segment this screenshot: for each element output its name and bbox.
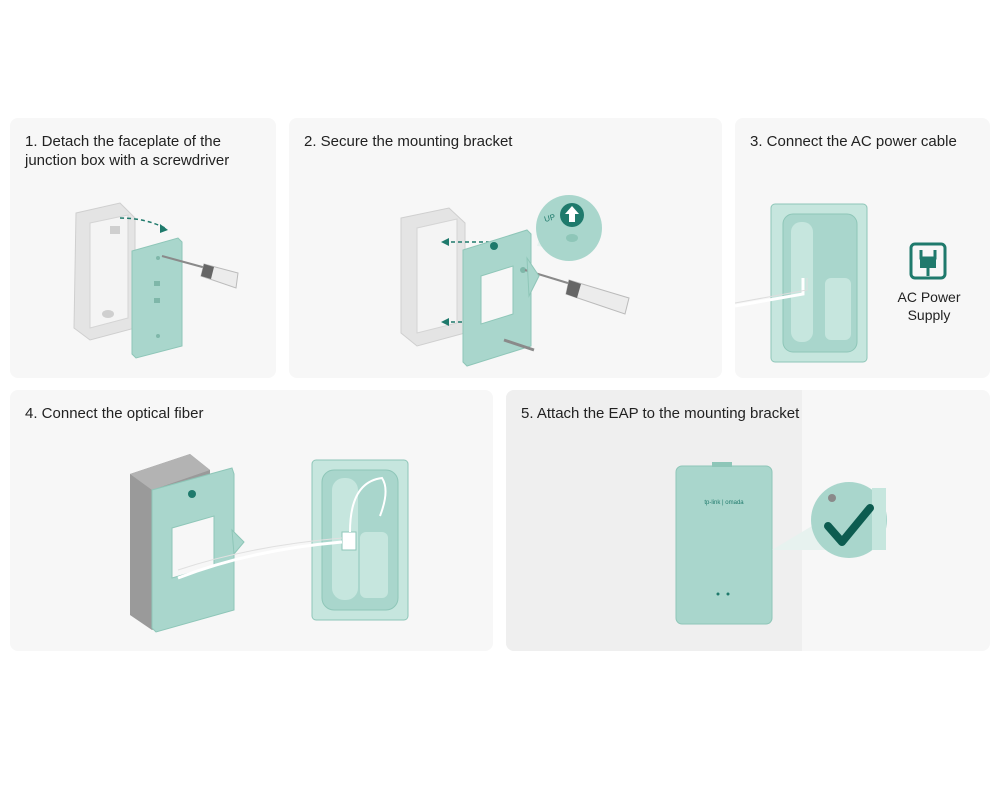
ac-plug-icon [909,242,947,280]
ac-cable [735,278,805,308]
bracket-tab [526,256,540,298]
up-arrow-icon [565,206,579,222]
keyhole [566,234,578,242]
ac-cable [735,278,808,304]
eap-device: tp-link | omada [675,462,773,625]
arrow-head-icon [441,318,449,326]
step-4-panel: 4. Connect the optical fiber [10,390,493,651]
junction-box [400,207,466,347]
up-label: UP [543,212,556,224]
step-4-illustration [130,454,409,633]
screw-head [828,494,836,502]
ac-power-supply-label: AC Power Supply [897,289,961,323]
screwdriver [161,255,239,289]
brand-label: tp-link | omada [704,500,744,506]
bracket-edge [872,488,886,550]
step-5-title: 5. Attach the EAP to the mounting bracke… [521,405,800,422]
mounting-bracket-front [770,203,868,363]
optical-fiber-cable [177,540,343,580]
screw [503,338,535,352]
step-2-illustration: UP [400,195,630,367]
step-3-illustration [735,203,947,363]
faceplate [131,237,183,359]
arrow-head-icon [160,224,168,233]
step-1-panel: 1. Detach the faceplate of the junction … [10,118,276,378]
mounting-bracket [151,467,245,633]
step-5-panel: 5. Attach the EAP to the mounting bracke… [506,390,990,651]
junction-box [73,202,136,341]
step-1-illustration [73,202,239,359]
checkmark-icon [824,504,874,546]
step-3-title: 3. Connect the AC power cable [750,133,957,150]
step-4-title: 4. Connect the optical fiber [25,405,204,422]
fiber-loop [349,476,387,533]
step-2-panel: 2. Secure the mounting bracket UP [289,118,722,378]
step-3-panel: 3. Connect the AC power cable AC Power S… [735,118,990,378]
screwdriver [524,269,630,315]
zoom-circle [536,195,602,261]
eap-back [311,459,409,621]
step-2-title: 2. Secure the mounting bracket [304,133,513,150]
step-5-illustration: tp-link | omada [675,462,887,625]
mounting-bracket [462,229,532,367]
step-1-title: 1. Detach the faceplate of the junction … [25,133,230,169]
optical-fiber-cable [177,537,343,571]
arrow-head-icon [441,238,449,246]
